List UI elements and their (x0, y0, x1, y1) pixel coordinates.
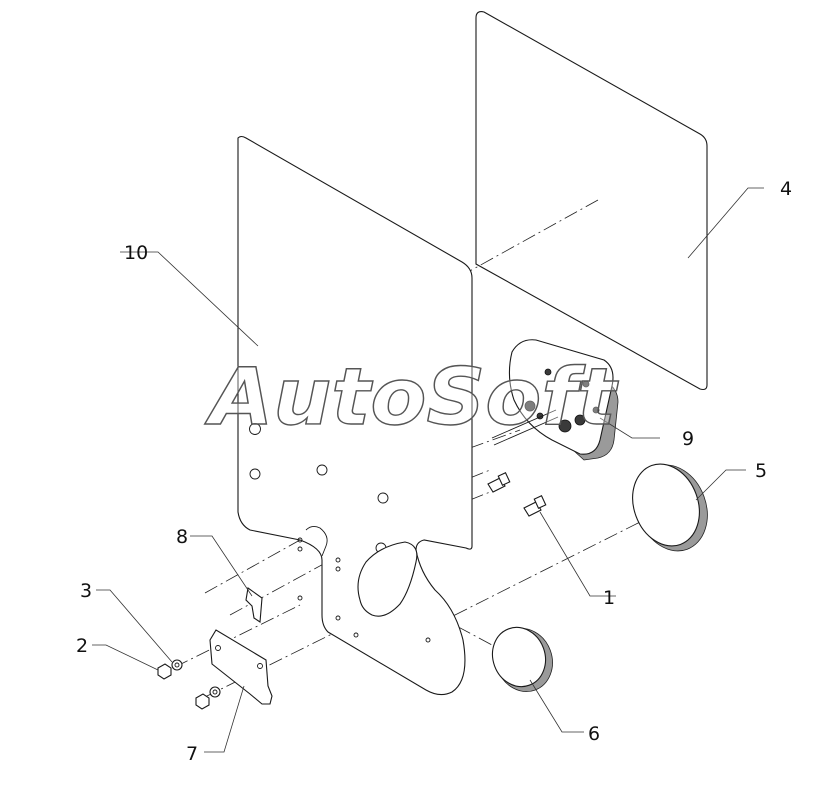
callout-4: 4 (780, 178, 792, 200)
part-1-screws (487, 472, 547, 517)
part-5-round-lens (632, 463, 708, 552)
part-7-bracket (209, 629, 273, 705)
callout-7: 7 (186, 743, 198, 765)
callout-2: 2 (76, 635, 88, 657)
part-6-round-lens (491, 626, 553, 692)
part-9-light-unit (491, 339, 619, 461)
callout-8: 8 (176, 526, 188, 548)
part-8-clip (245, 587, 263, 623)
watermark-text: AutoSoft (204, 353, 619, 443)
callout-6: 6 (588, 723, 600, 745)
part-4-rear-panel (475, 11, 708, 391)
callout-9: 9 (682, 428, 694, 450)
parts-2-3-nuts-washers (157, 659, 221, 710)
callout-10: 10 (124, 242, 148, 264)
callout-3: 3 (80, 580, 92, 602)
reflector-opening (357, 541, 418, 617)
callout-1: 1 (603, 587, 615, 609)
leader-lines (92, 187, 764, 753)
callout-labels: 10 4 9 5 1 6 8 3 2 7 (76, 178, 792, 765)
callout-5: 5 (755, 460, 767, 482)
